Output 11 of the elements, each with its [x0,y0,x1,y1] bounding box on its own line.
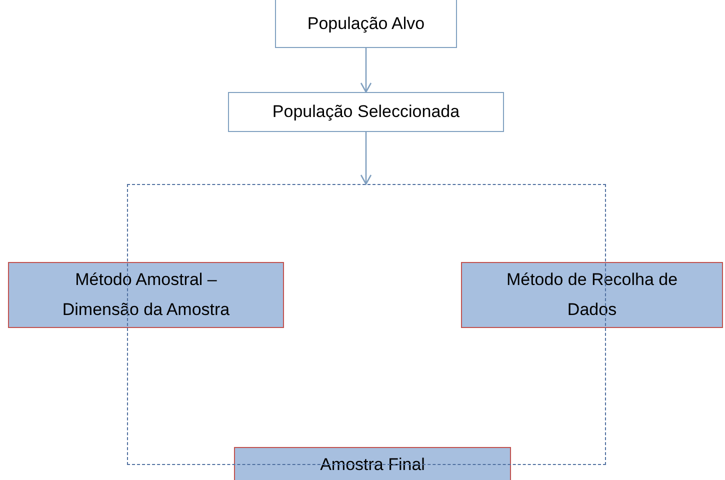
box-label: Método Amostral – Dimensão da Amostra [61,269,231,321]
arrow [360,132,372,185]
arrow [360,48,372,93]
box-label: População Seleccionada [272,101,460,123]
process-box [275,0,457,48]
process-box [234,447,511,480]
box-label: População Alvo [307,12,425,35]
process-box [8,262,284,328]
box-label: Método de Recolha de Dados [505,269,679,321]
process-box [228,92,504,132]
process-box [461,262,723,328]
